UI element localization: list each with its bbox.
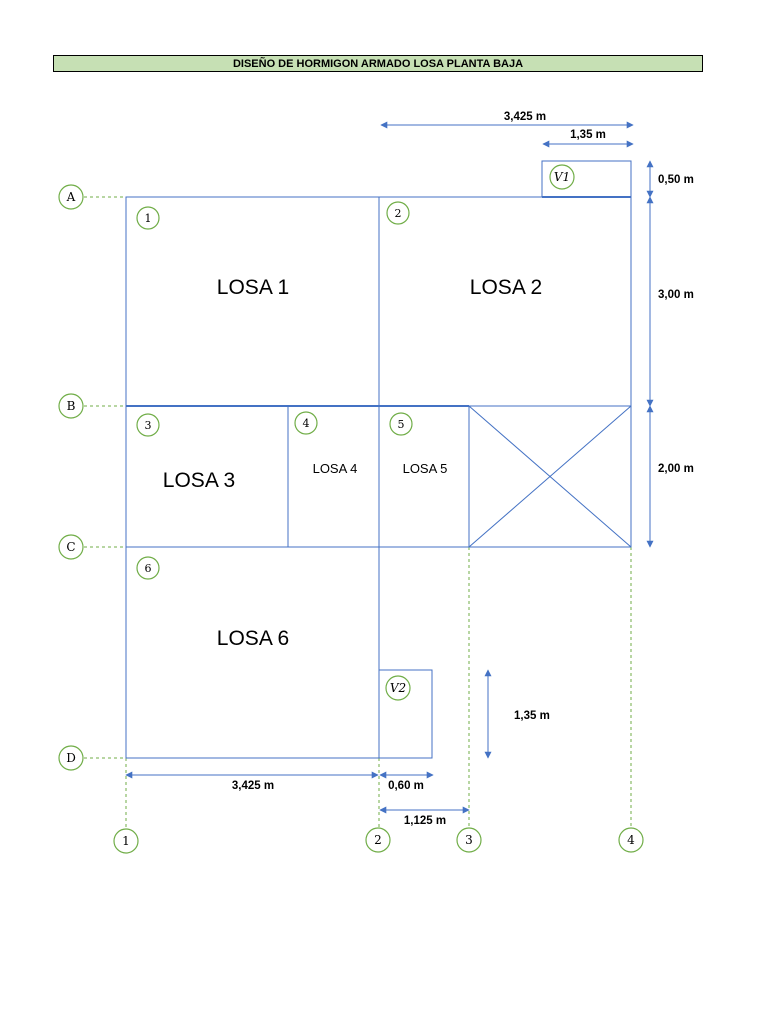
slab-numbers: 1 2 3 4 5 6: [136, 201, 413, 580]
dimension-lines: [125, 121, 654, 814]
grid-col-badge-1: [113, 828, 139, 854]
grid-col-badge-4: [618, 827, 644, 853]
dim-right-bc: 2,00 m: [658, 463, 694, 475]
slab-2: [378, 196, 632, 407]
cantilever-v2: [378, 669, 433, 759]
slab-number-5: 5: [398, 418, 405, 431]
structure: [125, 160, 632, 759]
cantilever-badge-v2: [385, 675, 411, 701]
slab-6: [125, 546, 380, 759]
slab-number-4: 4: [303, 417, 310, 430]
slab-number-3: 3: [145, 419, 152, 432]
slab-number-2: 2: [395, 207, 402, 220]
grid-row-label-d: D: [66, 751, 76, 765]
slab-number-6: 6: [145, 562, 152, 575]
grid-row-badge-a: [58, 184, 84, 210]
dim-v2-height: 1,35 m: [514, 710, 550, 722]
grid-row-markers: A B C D: [58, 184, 84, 771]
cantilever-label-v2: V2: [390, 681, 406, 695]
slab-number-badge-3: [136, 413, 160, 437]
grid-row-label-a: A: [66, 190, 76, 204]
dim-bottom-span: 3,425 m: [232, 780, 274, 792]
slab-label-5: LOSA 5: [403, 461, 448, 476]
grid-col-label-1: 1: [122, 834, 130, 848]
grid-column-markers: 1 2 3 4: [113, 827, 644, 854]
cantilever-labels: V1 V2: [385, 164, 575, 701]
slab-number-badge-6: [136, 556, 160, 580]
slab-number-badge-5: [389, 412, 413, 436]
slab-label-1: LOSA 1: [217, 276, 289, 299]
slab-label-4: LOSA 4: [313, 461, 358, 476]
slab-number-badge-1: [136, 206, 160, 230]
grid-row-badge-c: [58, 534, 84, 560]
grid-col-label-3: 3: [465, 833, 473, 847]
grid-row-label-c: C: [66, 540, 75, 554]
dim-right-v1: 0,50 m: [658, 174, 694, 186]
cantilever-label-v1: V1: [554, 170, 570, 184]
slab-number-badge-2: [386, 201, 410, 225]
grid-col-badge-3: [456, 827, 482, 853]
grid-row-label-b: B: [67, 399, 76, 413]
dim-bottom-v2: 0,60 m: [388, 780, 424, 792]
opening-diagonal-2: [468, 405, 632, 548]
grid-row-badge-b: [58, 393, 84, 419]
opening: [468, 405, 632, 548]
page-title: DISEÑO DE HORMIGON ARMADO LOSA PLANTA BA…: [53, 55, 703, 72]
grid-col-label-4: 4: [627, 833, 635, 847]
dim-top-v1: 1,35 m: [570, 129, 606, 141]
dim-bottom-23: 1,125 m: [404, 815, 446, 827]
grid-row-badge-d: [58, 745, 84, 771]
dim-right-ab: 3,00 m: [658, 289, 694, 301]
grid-lines: [84, 196, 632, 828]
grid-col-label-2: 2: [374, 833, 382, 847]
slab-label-2: LOSA 2: [470, 276, 542, 299]
slab-number-badge-4: [294, 411, 318, 435]
grid-col-badge-2: [365, 827, 391, 853]
cantilever-badge-v1: [549, 164, 575, 190]
slab-label-3: LOSA 3: [163, 469, 235, 492]
slab-number-1: 1: [145, 212, 152, 225]
dim-top-span: 3,425 m: [504, 111, 546, 123]
page-title-text: DISEÑO DE HORMIGON ARMADO LOSA PLANTA BA…: [232, 57, 524, 70]
slab-label-6: LOSA 6: [217, 627, 289, 650]
slab-1: [125, 196, 380, 407]
